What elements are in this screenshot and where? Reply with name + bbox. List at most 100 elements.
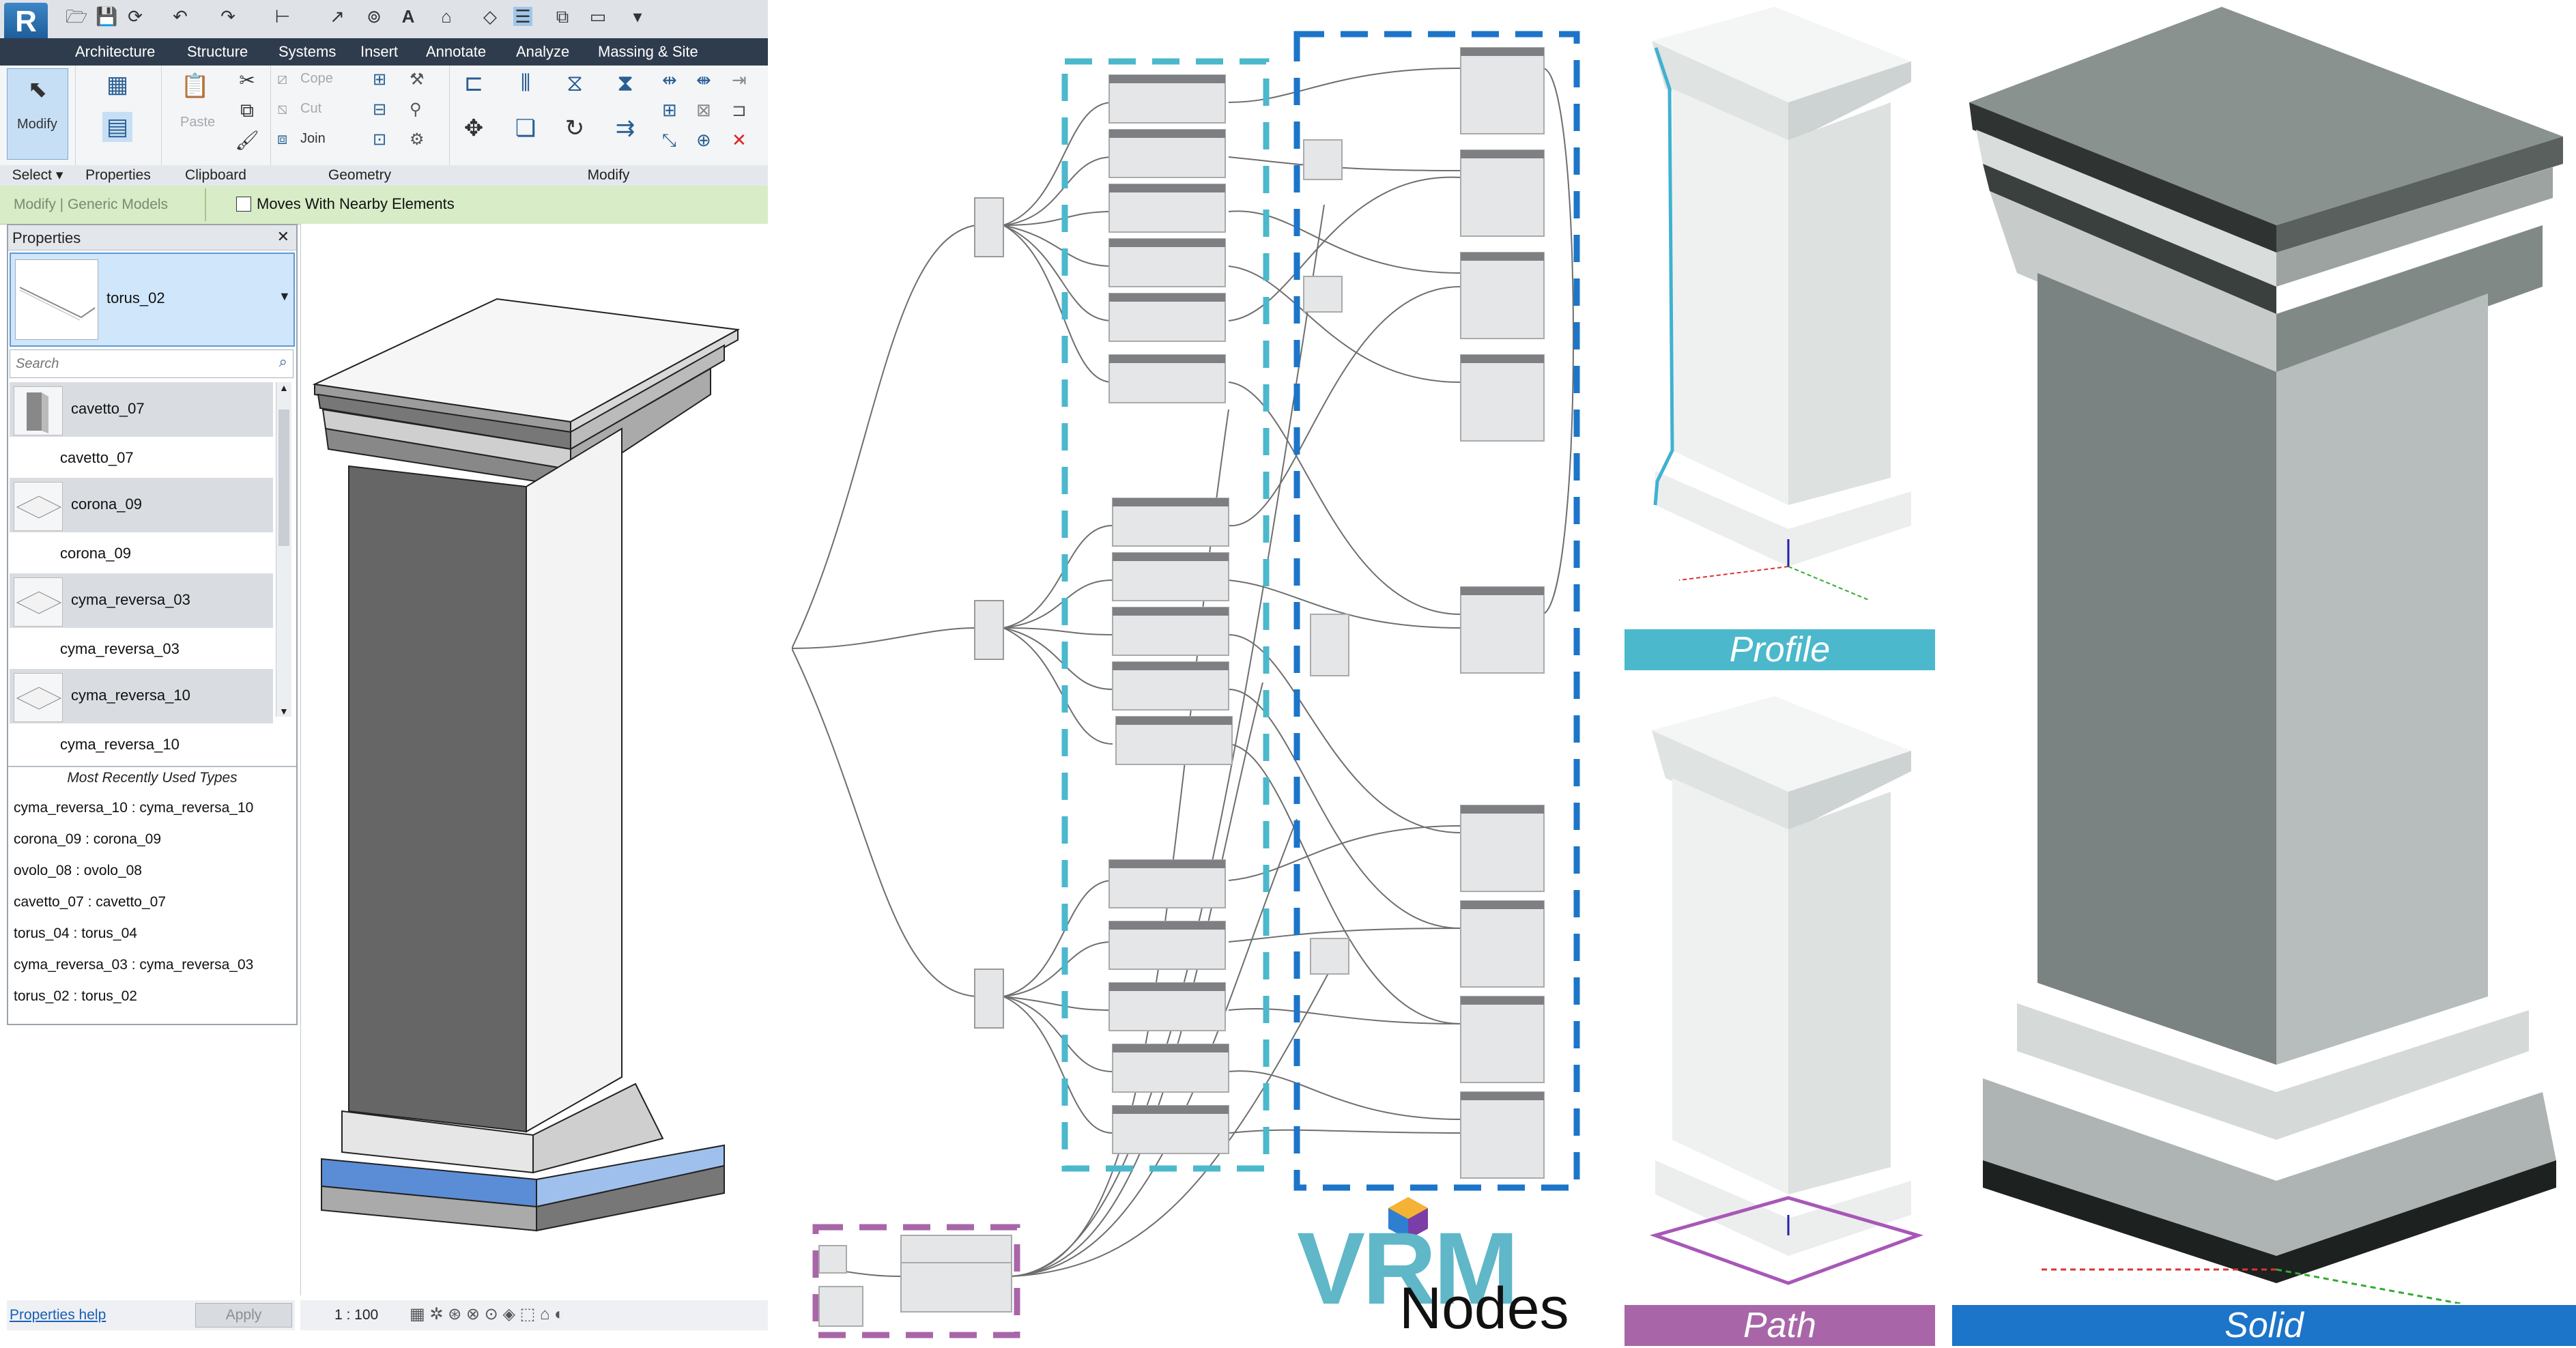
- undo-icon[interactable]: ↶: [173, 6, 188, 27]
- align-icon[interactable]: ⊏: [463, 70, 484, 96]
- apply-button[interactable]: Apply: [195, 1303, 292, 1328]
- type-item-label: cyma_reversa_10: [71, 687, 190, 704]
- profile-nodes[interactable]: [1108, 74, 1233, 1154]
- redo-icon[interactable]: ↷: [220, 6, 235, 27]
- dynamo-node-graph: [792, 31, 1580, 1338]
- dimension-icon[interactable]: ↗: [330, 6, 345, 27]
- unjoin-icon[interactable]: ⚲: [410, 100, 422, 119]
- tab-architecture[interactable]: Architecture: [75, 43, 156, 60]
- paint-icon[interactable]: ⊡: [373, 130, 387, 149]
- mru-item[interactable]: cavetto_07 : cavetto_07: [14, 894, 166, 910]
- unpin-icon[interactable]: ⊠: [696, 100, 711, 120]
- scroll-down-icon[interactable]: ▼: [279, 706, 289, 717]
- detail-level-icon[interactable]: ▦ ✲ ⊛ ⊗ ⊙ ◈ ⬚ ⌂ ◐: [410, 1305, 564, 1323]
- cope-icon[interactable]: ⧄: [277, 70, 288, 88]
- properties-icon[interactable]: ▤: [102, 112, 132, 142]
- customize-qat-icon[interactable]: ▾: [633, 6, 642, 27]
- type-item-sublabel: corona_09: [60, 545, 131, 562]
- search-icon[interactable]: ⌕: [278, 353, 287, 370]
- extend-icon[interactable]: ⇥: [732, 70, 747, 90]
- close-hidden-icon[interactable]: ⧉: [556, 6, 569, 27]
- path-nodes[interactable]: [818, 1235, 1012, 1327]
- mirror-pick-icon[interactable]: ⧖: [567, 70, 583, 96]
- rotate-icon[interactable]: ↻: [564, 115, 585, 141]
- type-list-item[interactable]: cavetto_07 cavetto_07: [10, 382, 273, 478]
- mru-item[interactable]: corona_09 : corona_09: [14, 831, 161, 847]
- split-icon[interactable]: ⇹: [662, 70, 677, 90]
- context-mode-label: Modify | Generic Models: [14, 197, 169, 212]
- type-list-item[interactable]: cyma_reversa_03 cyma_reversa_03: [10, 573, 273, 669]
- switch-windows-icon[interactable]: ▭: [589, 6, 607, 27]
- tab-insert[interactable]: Insert: [360, 43, 399, 60]
- modify-button[interactable]: ⬉ Modify: [7, 68, 68, 160]
- delete-icon[interactable]: ✕: [732, 130, 747, 150]
- cut-icon[interactable]: ✂: [239, 70, 255, 91]
- type-item-label: corona_09: [71, 496, 142, 513]
- type-properties-icon[interactable]: ▦: [106, 72, 129, 98]
- properties-help-link[interactable]: Properties help: [10, 1307, 106, 1323]
- application-menu-button[interactable]: R: [4, 3, 48, 41]
- view-scale[interactable]: 1 : 100: [334, 1307, 379, 1323]
- copy-icon[interactable]: ⧉: [240, 100, 254, 121]
- mru-item[interactable]: torus_04 : torus_04: [14, 926, 137, 941]
- split-face-icon[interactable]: ⊟: [373, 100, 387, 119]
- tag-icon[interactable]: ⊚: [367, 6, 382, 27]
- wall-opening-icon[interactable]: ⚙: [410, 130, 425, 149]
- demolish-icon[interactable]: ⚒: [410, 70, 425, 89]
- properties-footer: Properties help Apply: [7, 1300, 295, 1330]
- text-icon[interactable]: A: [401, 6, 415, 27]
- mru-item[interactable]: cyma_reversa_03 : cyma_reversa_03: [14, 957, 254, 973]
- properties-panel-title: Properties: [75, 165, 161, 186]
- save-icon[interactable]: 💾: [96, 6, 118, 27]
- intermediate-nodes[interactable]: [1303, 139, 1349, 975]
- type-list-item[interactable]: cyma_reversa_10 cyma_reversa_10: [10, 669, 273, 764]
- tab-systems[interactable]: Systems: [278, 43, 337, 60]
- chevron-down-icon[interactable]: ▼: [278, 289, 291, 303]
- solid-nodes[interactable]: [1460, 47, 1545, 1179]
- offset-icon[interactable]: ⫴: [520, 70, 531, 96]
- tab-structure[interactable]: Structure: [187, 43, 248, 60]
- pin-icon[interactable]: ⊕: [696, 130, 711, 150]
- mirror-draw-icon[interactable]: ⧗: [617, 70, 633, 96]
- clipboard-panel-title: Clipboard: [161, 165, 270, 186]
- mru-item[interactable]: cyma_reversa_10 : cyma_reversa_10: [14, 800, 254, 816]
- section-icon[interactable]: ◇: [483, 6, 497, 27]
- tab-analyze[interactable]: Analyze: [516, 43, 570, 60]
- mru-item[interactable]: ovolo_08 : ovolo_08: [14, 863, 142, 878]
- vrm-nodes-logo: VRM Nodes: [1297, 1196, 1590, 1345]
- split-gap-icon[interactable]: ⇼: [696, 70, 711, 90]
- scroll-up-icon[interactable]: ▲: [279, 382, 289, 393]
- input-nodes[interactable]: [974, 197, 1004, 1029]
- type-list-scrollbar[interactable]: ▲ ▼: [276, 382, 291, 717]
- mru-item[interactable]: torus_02 : torus_02: [14, 988, 137, 1004]
- scroll-thumb[interactable]: [278, 410, 289, 546]
- wall-join-icon[interactable]: ⊞: [373, 70, 387, 89]
- 3d-view-icon[interactable]: ⌂: [441, 6, 452, 27]
- 3d-viewport[interactable]: [300, 224, 769, 1295]
- close-icon[interactable]: ✕: [276, 228, 289, 245]
- cut-geometry-icon[interactable]: ⧅: [277, 100, 288, 118]
- type-search-input[interactable]: [14, 354, 263, 373]
- measure-icon[interactable]: ⊢: [274, 6, 291, 27]
- scale-icon[interactable]: ⤡: [662, 130, 676, 150]
- trim-icon[interactable]: ⇉: [615, 115, 635, 141]
- tab-annotate[interactable]: Annotate: [426, 43, 487, 60]
- sync-icon[interactable]: ⟳: [128, 6, 143, 27]
- open-icon[interactable]: 🗁: [66, 6, 88, 27]
- type-selector[interactable]: torus_02 ▼: [10, 253, 295, 347]
- type-thumbnail: [15, 259, 98, 340]
- match-properties-icon[interactable]: 🖌: [235, 130, 259, 151]
- move-icon[interactable]: ✥: [463, 115, 484, 141]
- paste-icon[interactable]: 📋: [180, 73, 210, 99]
- array-icon[interactable]: ⊞: [662, 100, 677, 120]
- tab-massing-site[interactable]: Massing & Site: [598, 43, 698, 60]
- logo-vrm-text: VRM: [1297, 1211, 1519, 1325]
- select-dropdown[interactable]: Select ▾: [0, 165, 75, 186]
- thin-lines-icon[interactable]: ☰: [513, 7, 532, 26]
- selected-type-name: torus_02: [106, 289, 165, 306]
- lock-icon[interactable]: ⊐: [732, 100, 747, 120]
- type-list-item[interactable]: corona_09 corona_09: [10, 478, 273, 573]
- copy-element-icon[interactable]: ❏: [515, 115, 536, 141]
- join-icon[interactable]: ⧈: [277, 130, 288, 148]
- moves-with-nearby-checkbox[interactable]: [236, 197, 251, 212]
